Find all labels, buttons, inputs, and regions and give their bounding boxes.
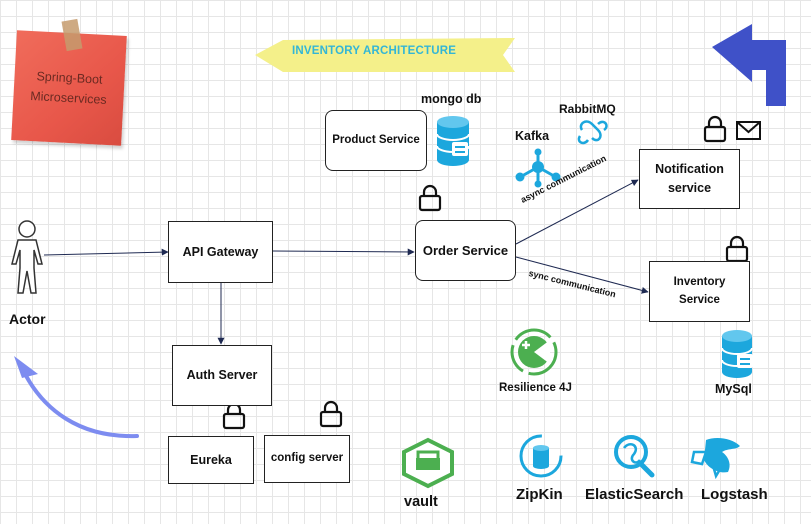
resilience4j-icon [510,328,558,376]
lock-icon [725,235,749,263]
logstash-label: Logstash [701,486,768,503]
turn-arrow-icon [712,24,786,106]
notification-label-line1: Notification [655,162,724,177]
order-service-box[interactable]: Order Service [415,220,516,281]
rabbitmq-icon [577,120,608,145]
zipkin-label: ZipKin [516,486,563,503]
elasticsearch-icon [614,435,655,478]
notification-service-box[interactable]: Notification service [639,149,740,209]
vault-icon [402,437,454,489]
edge-actor-to-gateway [43,248,169,256]
order-service-label: Order Service [422,242,509,258]
resilience4j-label: Resilience 4J [499,382,572,394]
auth-server-box[interactable]: Auth Server [172,345,272,406]
actor-label: Actor [9,311,46,327]
eureka-label: Eureka [190,452,232,467]
notification-label-line2: service [667,181,712,195]
logstash-icon [690,438,740,480]
mysql-label: MySql [715,382,752,396]
vault-label: vault [404,494,438,510]
mongodb-database-icon [436,116,470,166]
actor-icon [11,220,43,294]
banner-title: INVENTORY ARCHITECTURE [292,45,457,57]
mysql-database-icon [721,330,753,378]
product-service-label: Product Service [332,133,420,146]
product-service-box[interactable]: Product Service [325,110,427,171]
api-gateway-label: API Gateway [182,244,259,259]
elasticsearch-label: ElasticSearch [585,486,684,503]
curved-arrow-icon [20,366,139,439]
kafka-icon [515,148,561,188]
note-line-2: Microservices [29,88,107,107]
mongodb-label: mongo db [421,92,482,106]
inventory-label-line2: Service [679,293,720,306]
lock-icon [418,184,442,212]
eureka-box[interactable]: Eureka [168,436,254,484]
lock-icon [319,400,343,428]
zipkin-icon [519,434,563,478]
api-gateway-box[interactable]: API Gateway [168,221,273,283]
config-server-box[interactable]: config server [264,435,350,483]
inventory-label-line1: Inventory [673,276,726,289]
kafka-label: Kafka [515,129,550,143]
edge-gateway-to-order [272,248,415,256]
config-server-label: config server [270,452,344,465]
rabbitmq-label: RabbitMQ [559,102,616,116]
inventory-service-box[interactable]: Inventory Service [649,261,750,322]
mail-icon [736,121,761,140]
banner-shape [255,38,515,72]
lock-icon [222,402,246,430]
edge-order-to-inventory [515,256,649,294]
auth-server-label: Auth Server [186,368,258,383]
edge-order-to-notification [515,179,639,245]
lock-icon [703,115,727,143]
